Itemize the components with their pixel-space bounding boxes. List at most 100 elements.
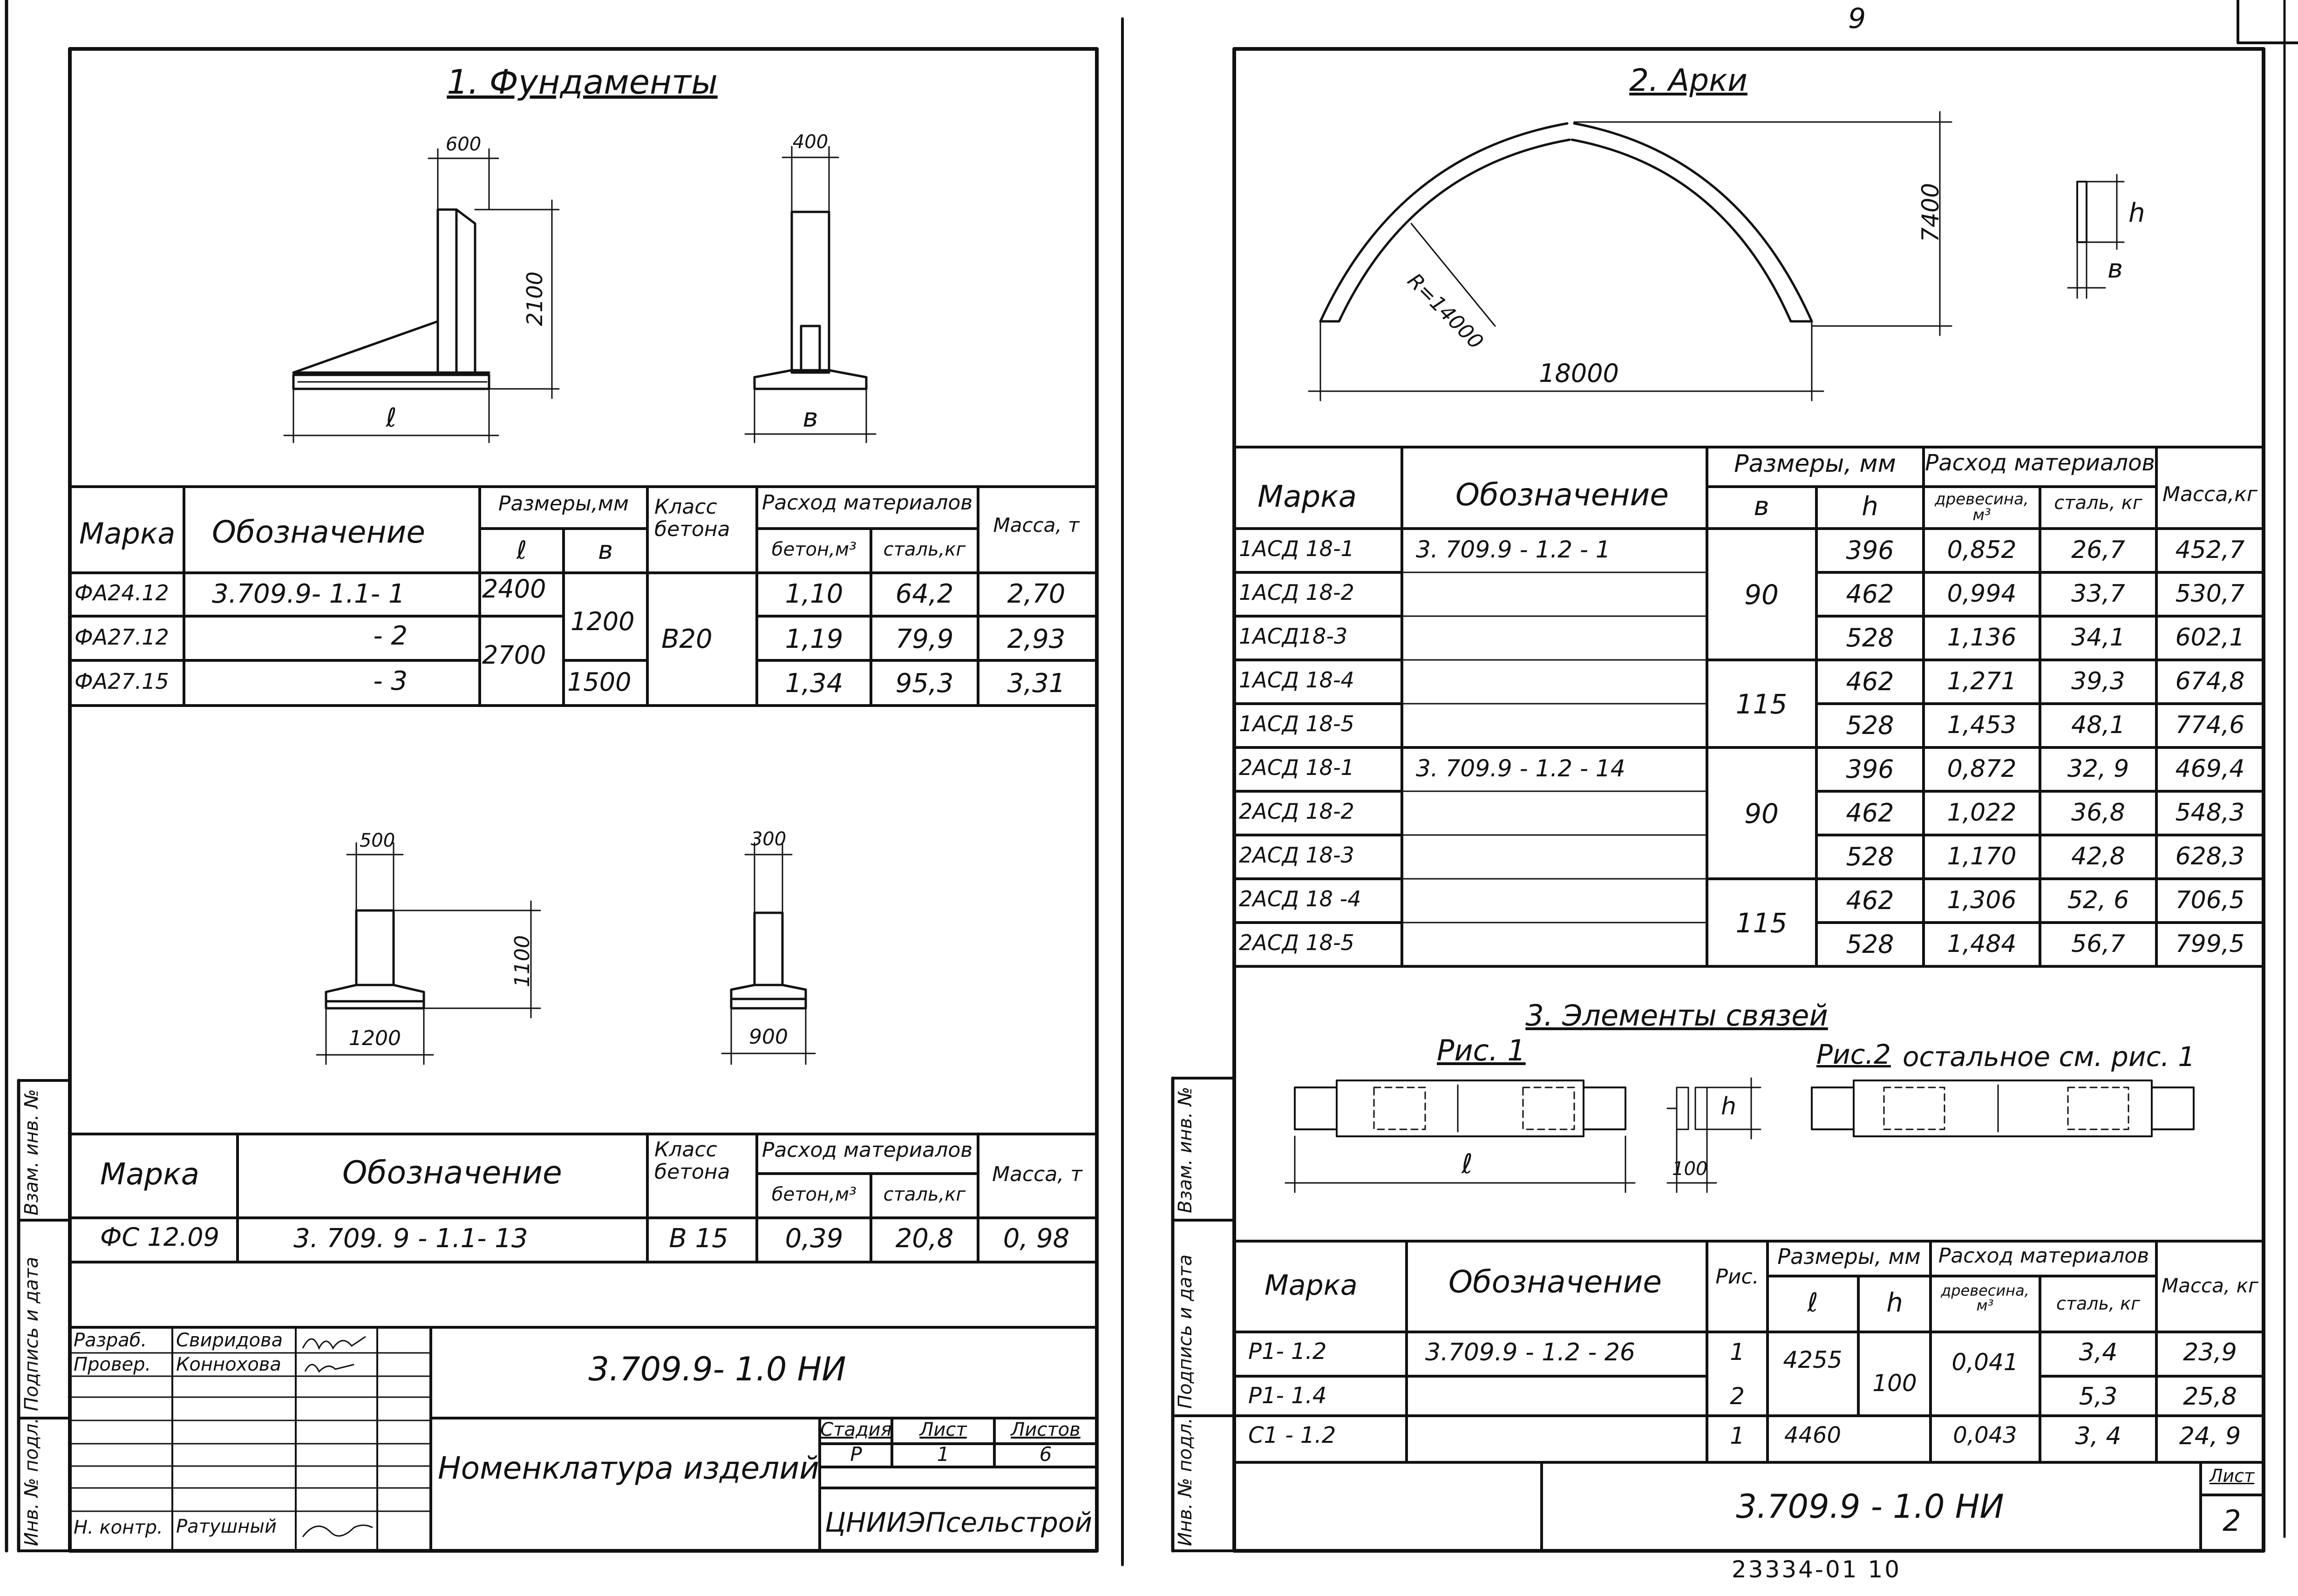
t1-r1-massa: 2,70 (1007, 579, 1066, 609)
fig2-note: остальное см. рис. 1 (1903, 1041, 2196, 1073)
t3-cell-marka: 2АСД 18-2 (1239, 799, 1354, 824)
t1-klass-merged: В20 (661, 624, 713, 654)
t1-b-merged: 1200 (571, 607, 635, 636)
t4-cell-m: 25,8 (2183, 1383, 2237, 1411)
t3-cell-dr: 1,170 (1947, 842, 2017, 870)
t3-cell-dr: 1,306 (1947, 886, 2017, 914)
t4-cell-marka: С1 - 1.2 (1248, 1422, 1336, 1448)
right-stamp-list-header: Лист (2209, 1466, 2255, 1486)
t1-header-oboz: Обозначение (212, 514, 425, 550)
dim-link-l: ℓ (1462, 1148, 1473, 1180)
t3-header-oboz: Обозначение (1455, 477, 1669, 513)
t3-header-rashod: Расход материалов (1925, 450, 2155, 476)
t2-header-marka: Марка (100, 1157, 199, 1192)
stamp-list: 1 (937, 1443, 950, 1466)
t4-cell-marka: Р1- 1.2 (1248, 1338, 1327, 1365)
t3-cell-st: 33,7 (2071, 580, 2125, 608)
t3-cell-h: 528 (1846, 711, 1894, 740)
stamp-role-prover: Провер. (74, 1354, 151, 1375)
t3-cell-marka: 1АСД 18-2 (1239, 580, 1354, 605)
stamp-stadia: Р (850, 1443, 862, 1466)
right-side-inv: Инв. № подл. (1175, 1418, 1196, 1546)
t1-r3-stal: 95,3 (895, 668, 954, 699)
dim-18000: 18000 (1539, 359, 1619, 388)
t4-dr-merged: 0,041 (1951, 1349, 2019, 1376)
dim-300: 300 (750, 829, 787, 850)
t1-r3-oboz: - 3 (373, 666, 408, 696)
t3-cell-st: 26,7 (2071, 536, 2125, 564)
t3-b-group: 90 (1744, 798, 1779, 829)
t4-header-l: ℓ (1807, 1288, 1818, 1318)
t4-cell-l: 4460 (1784, 1422, 1842, 1448)
t1-r2-oboz: - 2 (373, 621, 408, 651)
t1-header-l: ℓ (516, 536, 527, 565)
t4-header-marka: Марка (1265, 1269, 1358, 1302)
dim-l: ℓ (386, 403, 397, 433)
t3-cell-st: 52, 6 (2067, 886, 2129, 914)
t4-cell-st: 3,4 (2079, 1338, 2118, 1366)
t3-b-group: 115 (1735, 688, 1788, 720)
t3-cell-st: 34,1 (2071, 624, 2125, 652)
dim-500: 500 (359, 830, 395, 851)
t3-cell-m: 548,3 (2175, 799, 2245, 827)
t4-header-rashod: Расход материалов (1938, 1244, 2149, 1268)
t3-header-massa: Масса,кг (2162, 482, 2257, 506)
t1-r1-stal: 64,2 (895, 579, 954, 609)
t3-cell-marka: 2АСД 18-5 (1239, 930, 1354, 955)
t1-r3-massa: 3,31 (1007, 668, 1066, 699)
side-inv: Инв. № подл. (21, 1418, 42, 1546)
stamp-role-nkontr: Н. контр. (74, 1517, 163, 1538)
t1-r2-massa: 2,93 (1007, 624, 1066, 654)
t3-cell-oboz: 3. 709.9 - 1.2 - 14 (1416, 755, 1625, 782)
t3-cell-marka: 2АСД 18 -4 (1239, 886, 1361, 911)
t3-cell-h: 462 (1846, 579, 1894, 609)
dim-section-b: в (2108, 254, 2123, 284)
t3-cell-dr: 1,136 (1947, 624, 2017, 652)
t3-cell-h: 396 (1846, 536, 1894, 565)
dim-b: в (802, 403, 818, 433)
t2-klass: В 15 (669, 1223, 728, 1254)
fig1-label: Рис. 1 (1437, 1033, 1526, 1067)
right-side-vzam: Взам. инв. № (1175, 1087, 1196, 1213)
t4-cell-st: 3, 4 (2075, 1422, 2121, 1450)
t2-stal: 20,8 (895, 1223, 954, 1254)
t3-cell-marka: 1АСД18-3 (1239, 624, 1348, 649)
stamp-name-nkontr: Ратушный (176, 1516, 277, 1537)
t3-cell-dr: 0,852 (1947, 536, 2017, 564)
t3-cell-marka: 2АСД 18-1 (1239, 755, 1354, 780)
t2-massa: 0, 98 (1003, 1223, 1070, 1254)
sheet-number: 9 (1848, 2, 1866, 35)
t3-cell-h: 462 (1846, 798, 1894, 828)
stamp-list-header: Лист (919, 1419, 967, 1440)
section-title-foundations: 1. Фундаменты (447, 62, 718, 102)
t1-r1-marka: ФА24.12 (75, 580, 169, 605)
t3-cell-st: 32, 9 (2067, 755, 2129, 783)
t1-header-stal: сталь,кг (883, 539, 966, 560)
t3-cell-m: 602,1 (2175, 624, 2245, 652)
t2-marka: ФС 12.09 (100, 1222, 219, 1252)
t1-header-razm: Размеры,мм (498, 492, 629, 516)
t1-r2-l: 2700 (482, 640, 546, 670)
t3-cell-m: 530,7 (2175, 580, 2245, 608)
fig2-label: Рис.2 (1816, 1039, 1891, 1070)
t3-cell-m: 799,5 (2175, 930, 2245, 958)
t4-cell-oboz: 3.709.9 - 1.2 - 26 (1425, 1338, 1635, 1366)
t2-header-beton: бетон,м³ (771, 1184, 857, 1205)
t4-cell-ris: 1 (1730, 1338, 1745, 1365)
t4-header-oboz: Обозначение (1448, 1264, 1662, 1300)
t1-header-massa: Масса, т (993, 514, 1080, 537)
t1-r1-oboz: 3.709.9- 1.1- 1 (212, 579, 405, 609)
t3-header-marka: Марка (1258, 480, 1357, 514)
section-title-arches: 2. Арки (1629, 62, 1747, 98)
t4-cell-marka: Р1- 1.4 (1248, 1383, 1327, 1409)
t2-header-klass: Класс бетона (654, 1138, 730, 1184)
t3-cell-m: 706,5 (2175, 886, 2245, 914)
t2-beton: 0,39 (785, 1223, 843, 1254)
t1-r2-beton: 1,19 (785, 624, 843, 654)
t1-r3-beton: 1,34 (785, 668, 843, 699)
side-podpis: Подпись и дата (21, 1256, 42, 1411)
t2-header-oboz: Обозначение (342, 1155, 562, 1191)
dim-link-h: h (1721, 1093, 1736, 1121)
t3-header-stal: сталь, кг (2054, 492, 2142, 514)
t3-cell-h: 528 (1846, 930, 1894, 959)
